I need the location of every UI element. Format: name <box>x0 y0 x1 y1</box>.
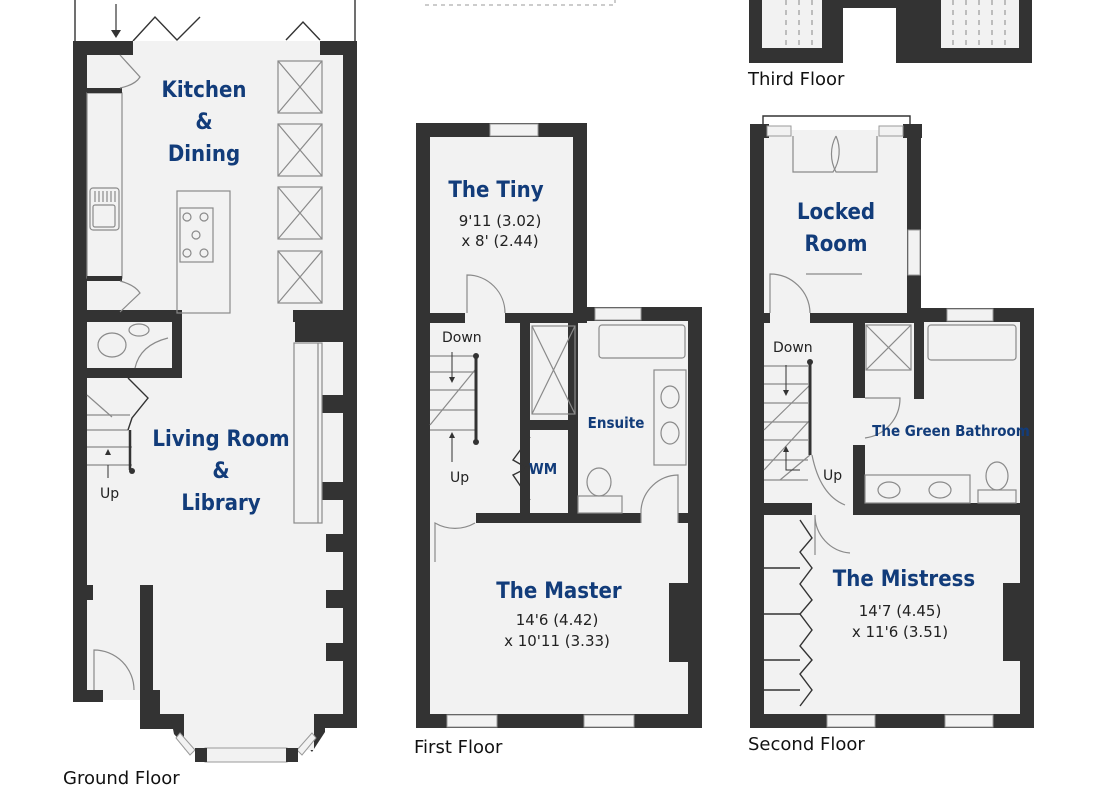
stairs-up-label: Up <box>100 486 119 502</box>
ground-floor-area <box>87 55 343 728</box>
stairs-up-label: Up <box>450 470 469 486</box>
wall <box>343 41 357 728</box>
bath-icon <box>598 324 686 359</box>
kitchen-label: Kitchen <box>162 78 247 103</box>
second-floor-title: Second Floor <box>748 734 865 755</box>
the-tiny-dim-2: x 8' (2.44) <box>461 232 538 250</box>
door-icon <box>119 54 141 89</box>
the-tiny-dim-1: 9'11 (3.02) <box>459 212 542 230</box>
locked-room-label: Locked <box>797 200 875 225</box>
svg-text:&: & <box>195 110 212 135</box>
bay-window <box>296 732 317 756</box>
shower-icon <box>865 324 912 371</box>
window <box>446 714 498 728</box>
ensuite-label: Ensuite <box>588 414 645 432</box>
door-icon <box>640 474 679 523</box>
the-master-dim-1: 14'6 (4.42) <box>516 611 599 629</box>
door-icon <box>814 514 851 555</box>
french-doors-icon <box>792 135 878 173</box>
dining-label: Dining <box>168 142 240 167</box>
toilet-icon <box>97 332 127 358</box>
the-master-label: The Master <box>496 579 622 604</box>
door-icon <box>119 280 141 313</box>
third-floor: Third Floor <box>747 0 1032 90</box>
the-mistress-dim-1: 14'7 (4.45) <box>859 602 942 620</box>
door-icon <box>466 274 506 314</box>
bath-icon <box>927 324 1017 361</box>
green-bathroom-label: The Green Bathroom <box>872 422 1030 440</box>
basin-icon <box>128 323 150 337</box>
entry-arrowhead-icon <box>111 30 121 38</box>
wardrobes <box>764 519 813 707</box>
vanity-icon <box>864 474 971 504</box>
balcony-rail <box>762 115 911 125</box>
ground-floor-title: Ground Floor <box>63 768 180 789</box>
stairs <box>763 359 846 506</box>
window <box>583 714 635 728</box>
bay-window <box>175 732 196 756</box>
door-icon <box>134 337 169 369</box>
basin-icon <box>877 481 901 499</box>
stairs-up-label: Up <box>823 468 842 484</box>
the-master-dim-2: x 10'11 (3.33) <box>504 632 610 650</box>
sink-icon <box>89 187 120 231</box>
tall-cabinets <box>277 60 323 304</box>
door-icon <box>864 397 901 439</box>
window <box>878 125 904 137</box>
the-mistress-dim-2: x 11'6 (3.51) <box>852 623 948 641</box>
stairs <box>86 377 149 478</box>
wall <box>73 41 87 728</box>
shower-icon <box>531 325 576 415</box>
door-icon <box>285 20 321 41</box>
library-label: Library <box>181 491 260 516</box>
window <box>946 308 994 322</box>
window <box>826 714 876 728</box>
wm-label: WM <box>529 460 557 478</box>
kitchen-island <box>176 190 231 314</box>
second-floor: Down Up Locked Room The Green Bathroom T… <box>748 115 1034 755</box>
bifold-door-icon <box>511 436 531 501</box>
hob-icon <box>179 207 214 263</box>
the-tiny-label: The Tiny <box>448 178 543 203</box>
bookshelf <box>293 342 323 524</box>
first-floor: Down Up The Tiny 9'11 (3.02) x 8' (2.44)… <box>414 0 702 758</box>
roof-eaves <box>785 0 1006 48</box>
basin-icon <box>660 385 680 409</box>
the-mistress-label: The Mistress <box>833 567 975 592</box>
door-icon <box>434 521 476 562</box>
svg-text:Room: Room <box>804 232 867 257</box>
svg-text:&: & <box>212 459 229 484</box>
garden-boundary <box>74 0 356 41</box>
window <box>766 125 792 137</box>
bifold-door-icon <box>132 15 201 42</box>
first-floor-title: First Floor <box>414 737 503 758</box>
stairs <box>429 352 479 462</box>
basin-icon <box>928 481 952 499</box>
stairs-down-label: Down <box>442 330 482 346</box>
bay-window <box>204 747 288 763</box>
door-icon <box>769 273 811 314</box>
window <box>944 714 994 728</box>
stairs-down-label: Down <box>773 340 813 356</box>
wall <box>73 41 133 55</box>
basin-icon <box>660 421 680 445</box>
front-door-icon <box>93 649 135 691</box>
window <box>907 229 921 276</box>
ground-floor: Up Kitchen & Dining Living Room & Librar… <box>63 0 357 800</box>
vanity-icon <box>653 369 687 466</box>
window <box>594 307 642 321</box>
third-floor-title: Third Floor <box>747 69 845 90</box>
window <box>489 123 539 137</box>
wall <box>320 41 357 55</box>
living-room-label: Living Room <box>152 427 289 452</box>
